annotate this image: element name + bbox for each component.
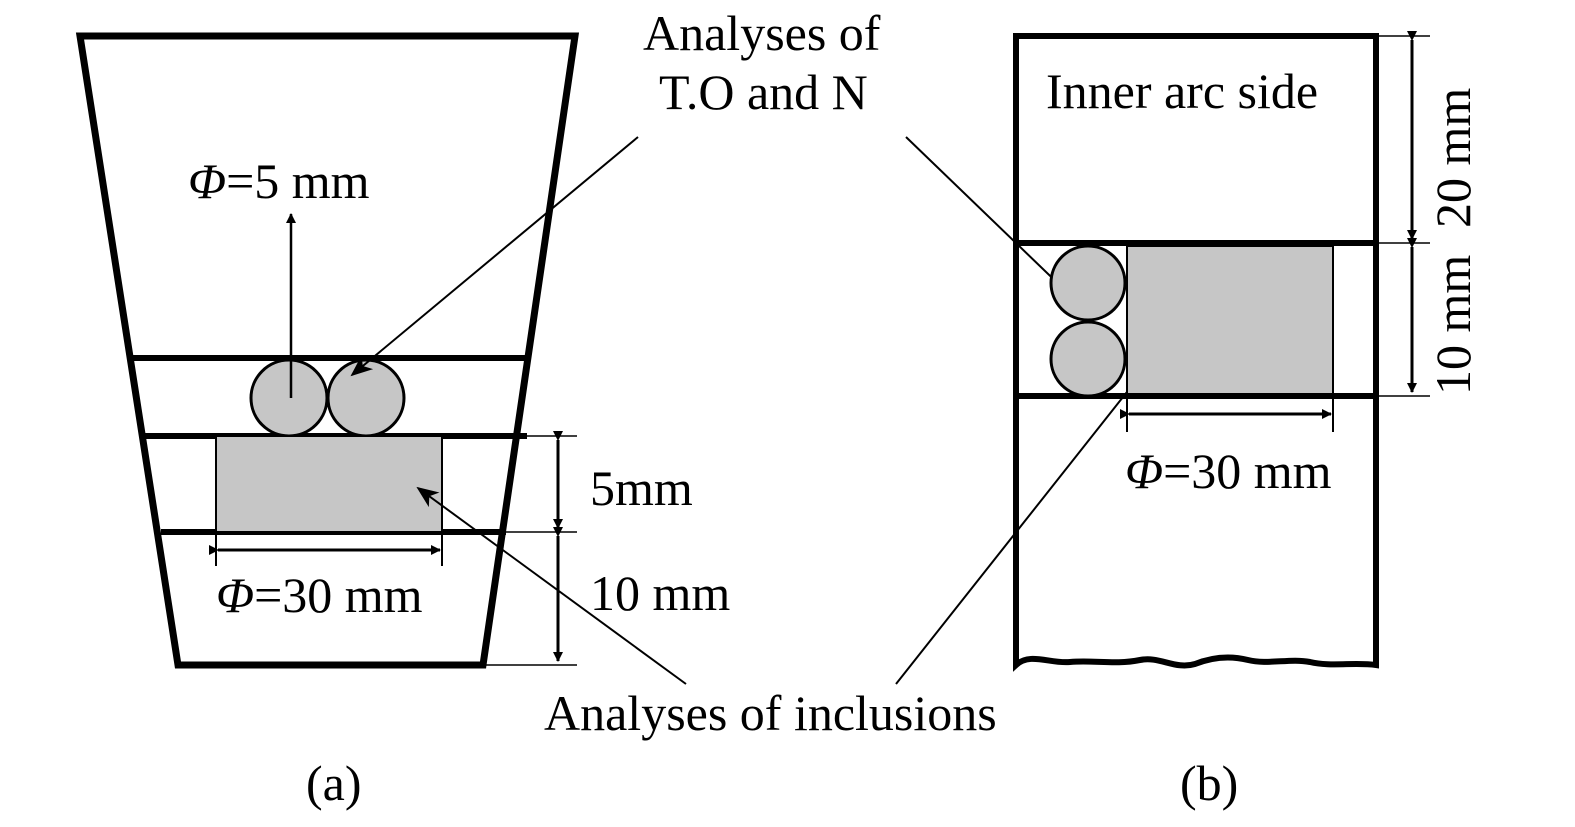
panel-b: Inner arc side Φ=30 mm 20 mm 10 mm (b) [1013, 31, 1481, 811]
panel-a: Φ=5 mm Φ=30 mm 5mm 10 mm (a) [75, 32, 730, 811]
slab-outline [1013, 33, 1379, 672]
to-n-sample-2 [326, 358, 406, 438]
caption-b: (b) [1180, 755, 1238, 811]
to-n-sample-1 [249, 358, 329, 438]
to-n-label-line2: T.O and N [659, 64, 868, 120]
dim5-label: 5mm [590, 460, 693, 516]
phi30-label-a: Φ=30 mm [216, 567, 423, 623]
to-n-leader-b [905, 136, 1074, 299]
inner-arc-label: Inner arc side [1046, 63, 1318, 119]
shared-annotations: Analyses of T.O and N Analyses of inclus… [350, 5, 1178, 741]
to-n-label-line1: Analyses of [643, 5, 881, 61]
phi5-label: Φ=5 mm [188, 153, 370, 209]
to-n-leader-a [350, 136, 639, 377]
inclusion-sample-b [1126, 245, 1334, 395]
inclusions-label: Analyses of inclusions [544, 685, 997, 741]
dim20-label: 20 mm [1425, 88, 1481, 228]
caption-a: (a) [306, 755, 362, 811]
inclusions-leader-a [416, 486, 687, 685]
dim10-label-a: 10 mm [590, 565, 730, 621]
to-n-sample-b2 [1049, 320, 1127, 398]
dim10-label-b: 10 mm [1425, 255, 1481, 395]
phi30-label-b: Φ=30 mm [1125, 443, 1332, 499]
to-n-sample-b1 [1049, 244, 1127, 322]
inclusion-sample [215, 435, 443, 533]
